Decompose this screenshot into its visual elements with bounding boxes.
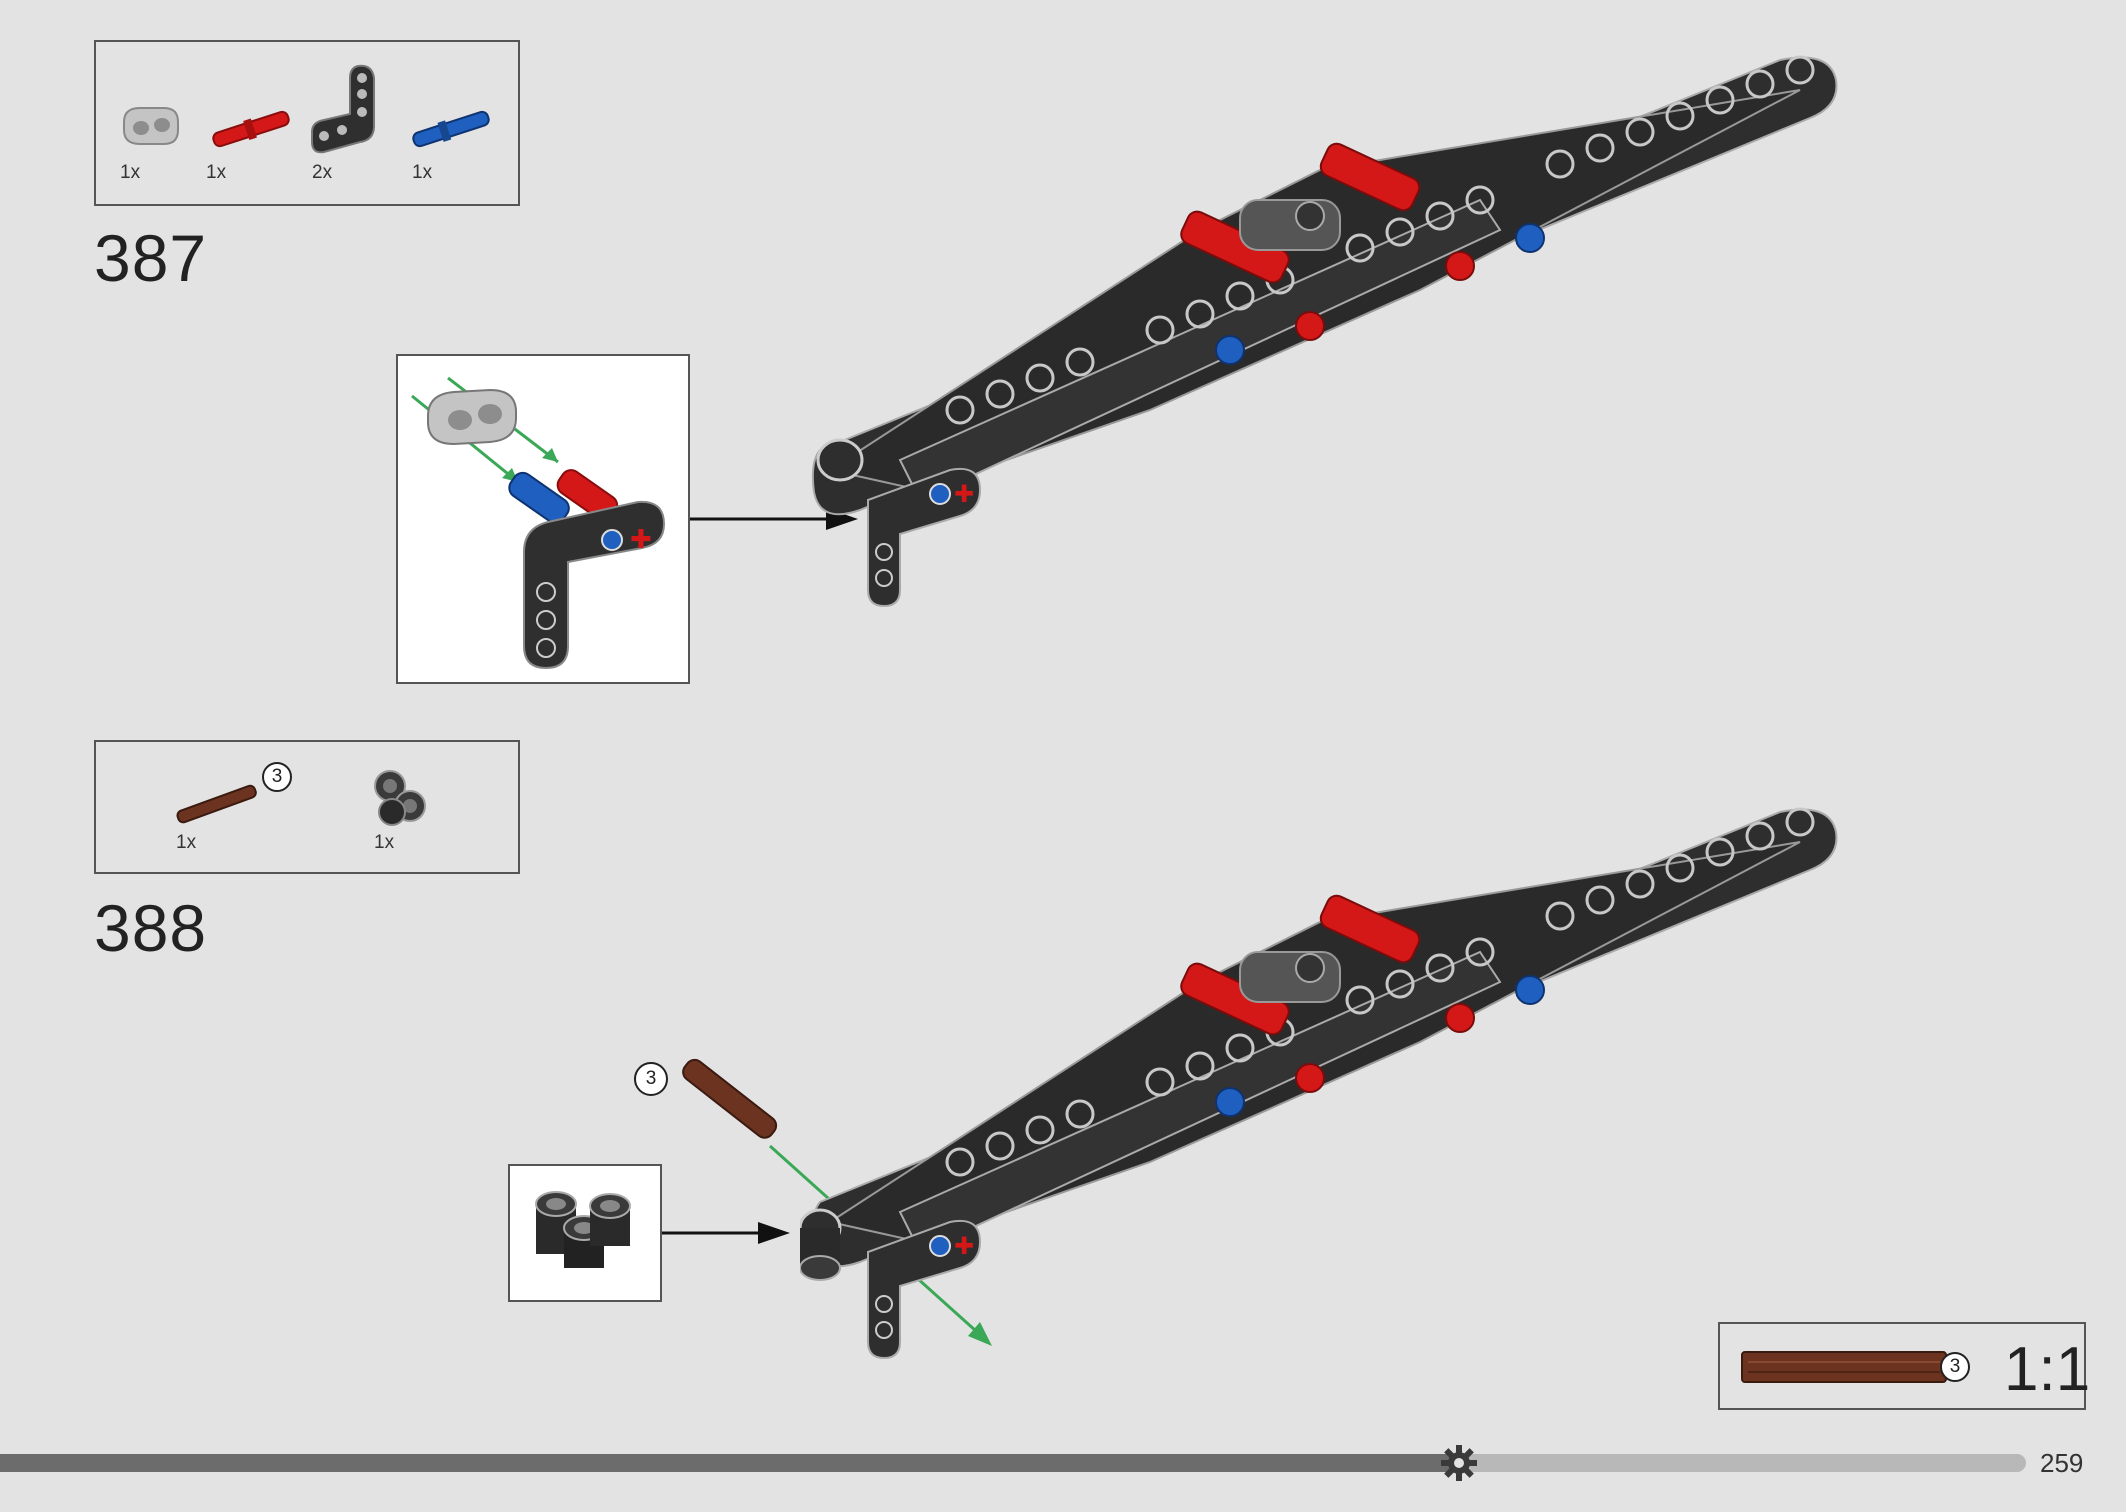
step-number: 387 [94, 221, 208, 295]
parts-list-388: 3 1x 1x [94, 740, 520, 874]
brown-axle-icon [176, 784, 257, 824]
parts-list-387: 1x 1x 2x 1x [94, 40, 520, 206]
gear-icon [1440, 1445, 1477, 1481]
cross-block-illustration [535, 1191, 631, 1268]
svg-text:✚: ✚ [630, 525, 652, 555]
svg-text:✚: ✚ [954, 480, 974, 508]
brown-axle-1to1 [1741, 1351, 1947, 1383]
suspension-arm-model-388: ✚ [800, 807, 1838, 1360]
page-number: 259 [2040, 1448, 2084, 1478]
qty-label: 2x [312, 162, 333, 183]
qty-label: 1x [120, 162, 141, 183]
sub-assembly-callout-387: ✚ [396, 354, 690, 684]
length-callout: 3 [262, 762, 292, 792]
qty-label: 1x [176, 832, 197, 853]
step-number: 388 [94, 891, 208, 965]
l-beam-icon [311, 64, 375, 154]
suspension-arm-model-387: ✚ [811, 55, 1838, 608]
scale-reference-box: 3 1:1 [1718, 1322, 2090, 1410]
red-pin-icon [212, 110, 290, 148]
progress-bar [0, 1454, 2026, 1472]
qty-label: 1x [374, 832, 395, 853]
svg-text:✚: ✚ [954, 1232, 974, 1260]
qty-label: 1x [206, 162, 227, 183]
progress-bar-fill [0, 1454, 1459, 1472]
qty-label: 1x [412, 162, 433, 183]
blue-pin-icon [412, 110, 490, 148]
cross-block-icon [374, 770, 426, 826]
axle-length-callout: 3 [634, 1062, 668, 1096]
sub-assembly-callout-388 [508, 1164, 662, 1302]
sub-assembly-illustration: ✚ [411, 376, 666, 670]
gray-connector-icon [123, 107, 179, 145]
length-callout: 3 [1940, 1352, 1970, 1382]
pointer-arrow [662, 1222, 790, 1244]
scale-label: 1:1 [2004, 1335, 2091, 1404]
